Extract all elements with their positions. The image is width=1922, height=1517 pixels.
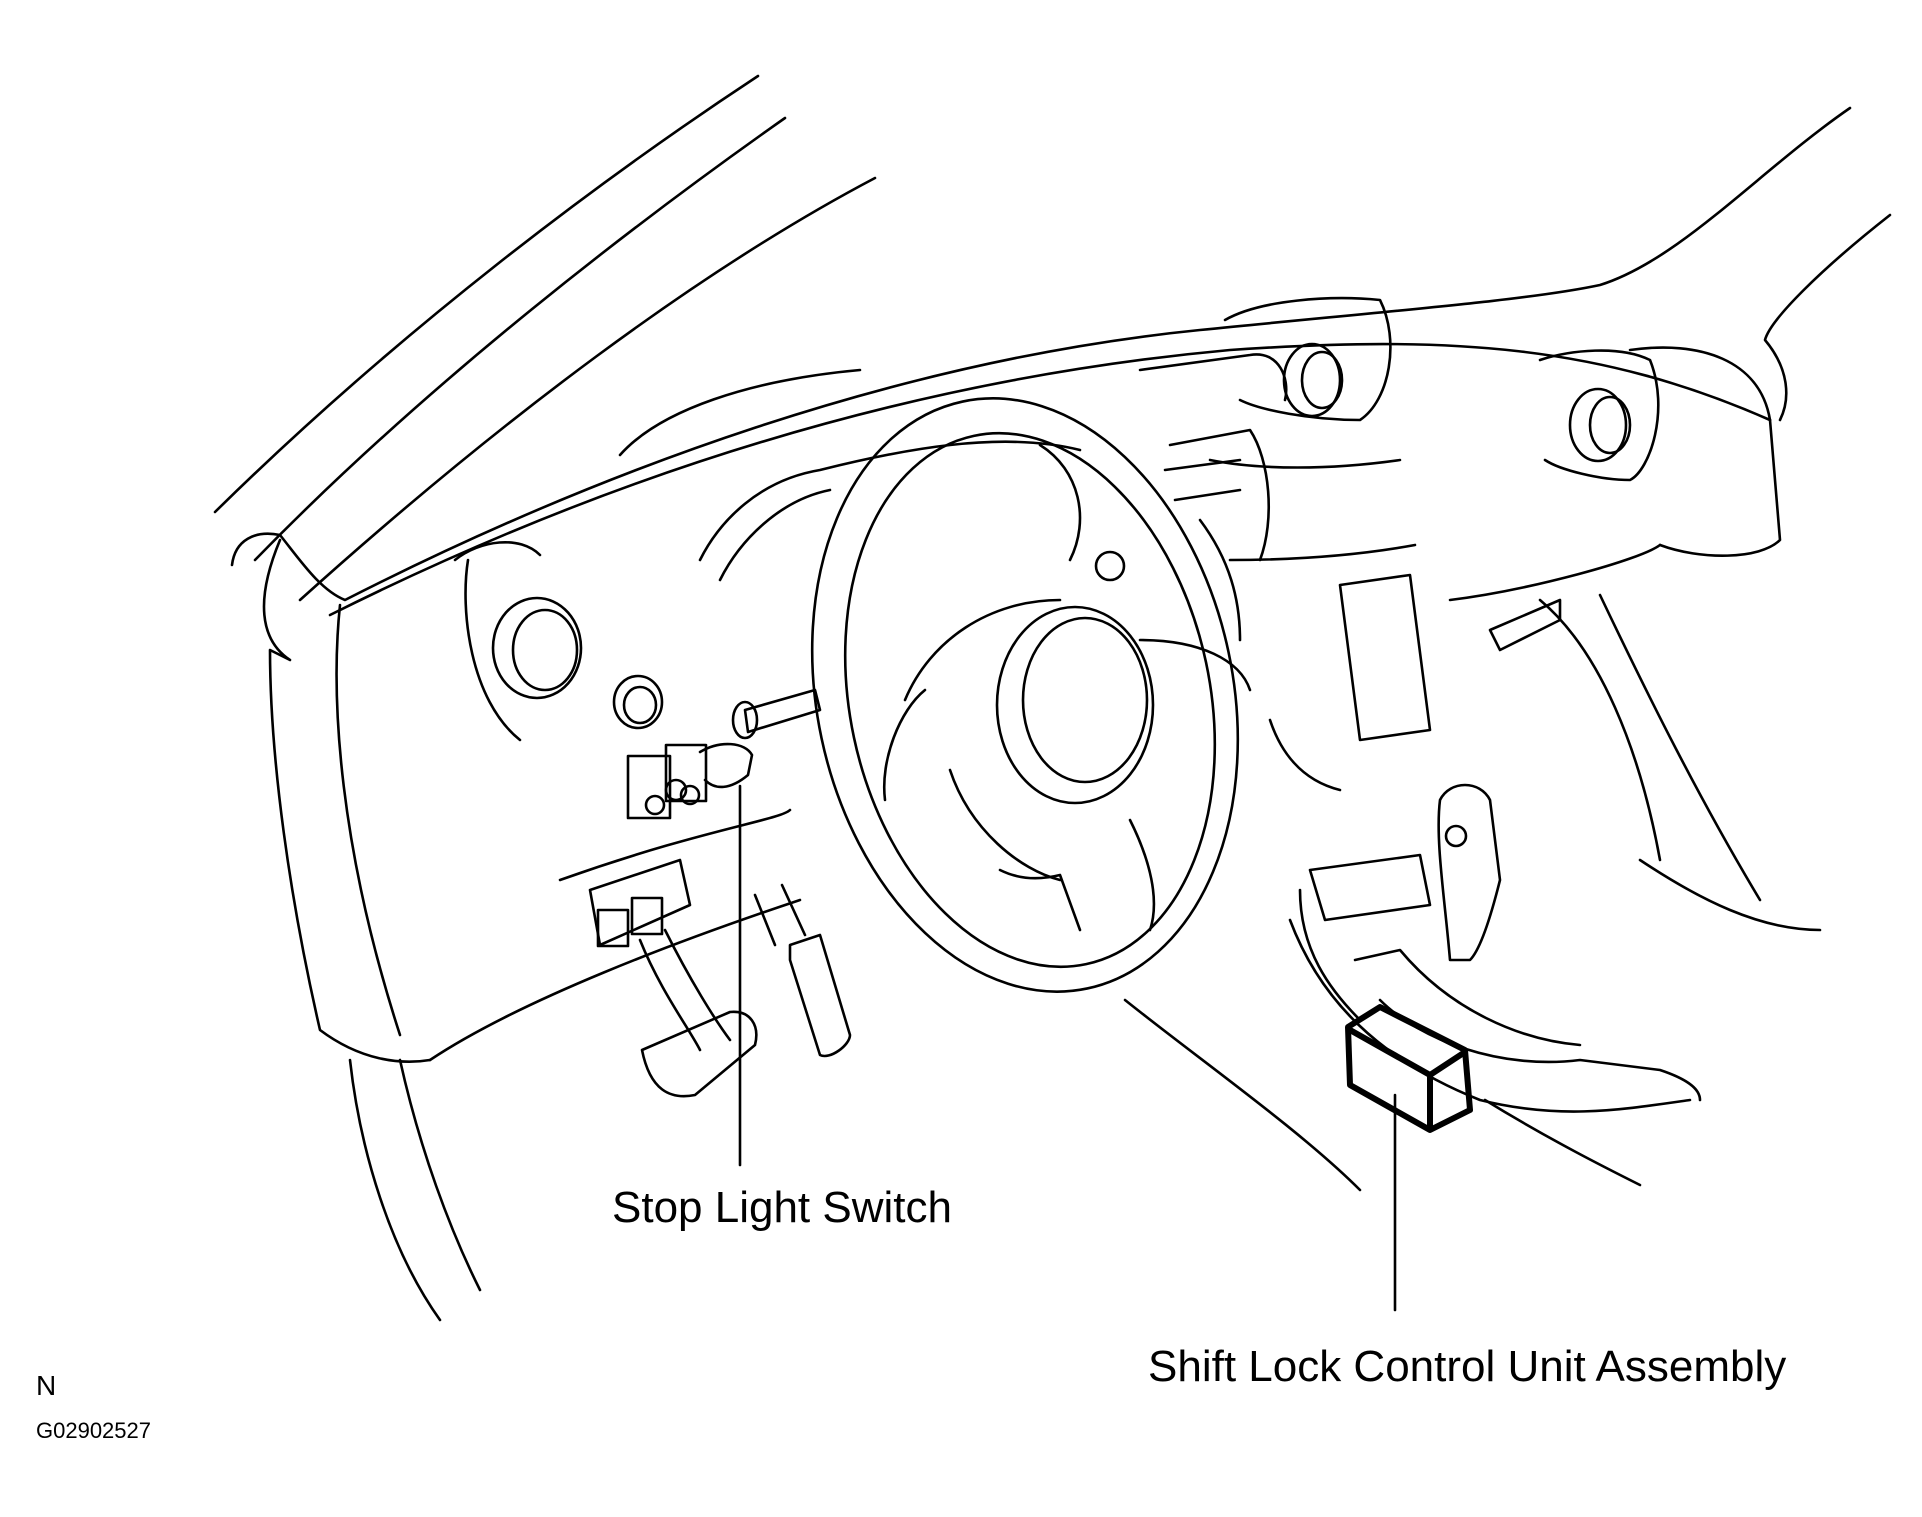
dashboard-upper bbox=[230, 106, 1892, 617]
pedals bbox=[638, 883, 852, 1098]
dash-knob-inner bbox=[622, 685, 658, 725]
shift-lock-control-unit-box bbox=[1345, 1004, 1473, 1133]
view-code: N bbox=[36, 1370, 57, 1401]
instrument-cluster bbox=[618, 368, 1126, 582]
dash-knob bbox=[612, 674, 664, 730]
center-air-vents bbox=[1223, 296, 1772, 482]
center-console bbox=[1138, 353, 1432, 792]
figure-code: G02902527 bbox=[36, 1418, 151, 1443]
shift-lever bbox=[1123, 783, 1702, 1192]
left-air-vent bbox=[464, 558, 583, 742]
dashboard-left-panel bbox=[262, 538, 802, 1322]
shift-lock-control-unit-label: Shift Lock Control Unit Assembly bbox=[1148, 1342, 1787, 1391]
steering-wheel bbox=[731, 397, 1252, 993]
switch-cluster bbox=[626, 742, 754, 820]
passenger-side-trim bbox=[1488, 593, 1822, 932]
a-pillar-lines bbox=[213, 74, 877, 602]
stop-light-switch-label: Stop Light Switch bbox=[612, 1183, 952, 1232]
lower-left-switches bbox=[558, 808, 792, 948]
